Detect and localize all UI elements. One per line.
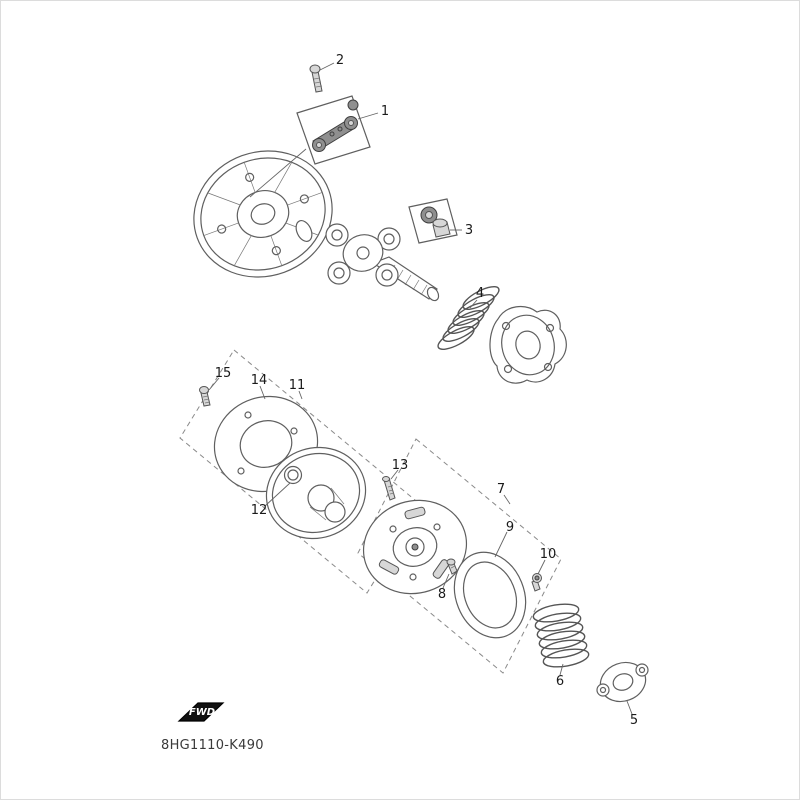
shim-ring-9 xyxy=(453,551,527,639)
bolt-15 xyxy=(199,386,211,407)
fwd-label: FWD xyxy=(189,707,215,718)
callout-9: 9 xyxy=(506,520,514,535)
callout-11: 11 xyxy=(289,378,306,393)
thread-lines xyxy=(313,77,323,88)
drawing-code: 8HG1110-K490 xyxy=(161,738,264,753)
clutch-drum xyxy=(193,150,333,278)
spring-4 xyxy=(437,286,500,350)
drum-shaft-boss xyxy=(295,220,313,242)
fwd-arrow-icon xyxy=(177,702,225,722)
callout-7: 7 xyxy=(497,482,505,497)
bearing-ring xyxy=(283,465,303,485)
leader-lines xyxy=(208,62,633,715)
callout-13: 13 xyxy=(392,458,409,473)
spring-seat-5 xyxy=(596,661,649,703)
spring-seat-plate xyxy=(489,305,567,384)
pin-13 xyxy=(382,476,396,501)
ramp-plate xyxy=(362,499,468,595)
callout-12: 12 xyxy=(251,503,268,518)
bolt-2 xyxy=(309,64,323,93)
sliding-sheave-12 xyxy=(265,446,367,540)
callout-8: 8 xyxy=(438,587,446,602)
callout-2: 2 xyxy=(336,53,344,68)
callout-10: 10 xyxy=(540,547,557,562)
drum-spokes xyxy=(203,161,323,267)
weight-bracket-kit-1 xyxy=(296,95,371,165)
group-box-7 xyxy=(357,438,562,674)
group-box-11 xyxy=(179,349,422,594)
spider-shaft-assembly xyxy=(325,223,440,302)
bolt-10 xyxy=(531,573,542,592)
fwd-marker: FWD xyxy=(177,702,225,722)
thread-lines xyxy=(387,485,395,495)
callout-6: 6 xyxy=(556,674,564,689)
drum-bolt-holes xyxy=(217,172,309,256)
callout-3: 3 xyxy=(465,223,473,238)
callout-4: 4 xyxy=(476,286,484,301)
spring-6 xyxy=(532,603,590,668)
callout-1: 1 xyxy=(381,104,389,119)
callout-15: 15 xyxy=(215,366,232,381)
install-pointer-line xyxy=(249,148,307,198)
callout-14: 14 xyxy=(251,373,268,388)
callout-5: 5 xyxy=(630,713,638,728)
callout-numbers: 1 2 3 4 5 6 7 8 9 10 11 12 13 14 15 xyxy=(215,53,638,728)
thread-lines xyxy=(202,395,211,404)
roller-bushing-kit-3 xyxy=(408,198,458,244)
